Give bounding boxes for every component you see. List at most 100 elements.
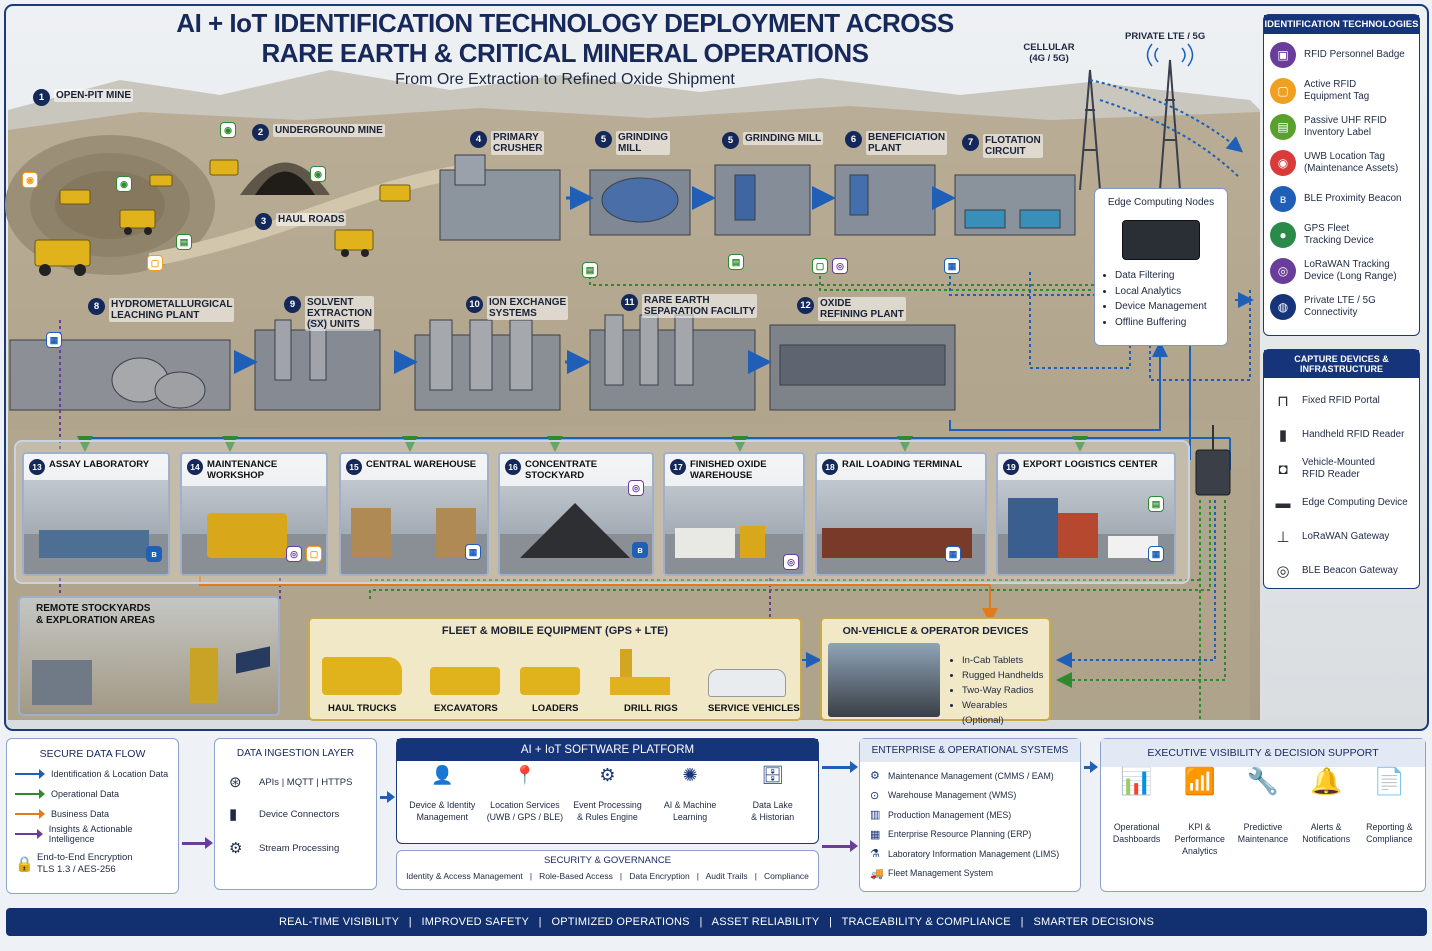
ingestion-apis: ⊛APIs | MQTT | HTTPS — [229, 774, 353, 791]
capture-device-icon: ⊓ — [1277, 393, 1289, 410]
platform-module: 🗄Data Lake& Historian — [733, 766, 813, 823]
active-rfid-icon: ▢ — [147, 255, 163, 271]
uwb-tag-icon: ▦ — [944, 258, 960, 274]
excavator-icon — [430, 667, 500, 695]
id-tech-label: UWB Location Tag — [1304, 151, 1385, 162]
capture-device-icon: ▮ — [1278, 427, 1288, 444]
flow-arrow — [15, 789, 45, 799]
lock-icon: 🔒 — [15, 856, 34, 873]
arrow-flow-to-ingestion — [182, 842, 210, 845]
enterprise-systems-panel: ENTERPRISE & OPERATIONAL SYSTEMS ⚙Mainte… — [859, 738, 1081, 892]
kpi-chart-icon: 📶 — [1183, 766, 1216, 796]
security-title: SECURITY & GOVERNANCE — [543, 855, 672, 866]
active-rfid-icon: ▢ — [306, 546, 322, 562]
edge-computing-nodes-panel: Edge Computing Nodes Data Filtering Loca… — [1094, 188, 1228, 346]
id-tech-icon: ▣ — [1270, 42, 1296, 68]
connector-icon: ▮ — [229, 806, 238, 823]
loader-icon — [520, 667, 580, 695]
data-ingestion-panel: DATA INGESTION LAYER ⊛APIs | MQTT | HTTP… — [214, 738, 377, 890]
id-tech-icon: ◍ — [1270, 294, 1296, 320]
flow-arrow — [15, 829, 43, 839]
flow-label: Operational Data — [51, 789, 120, 799]
id-tech-item: ◉UWB Location Tag(Maintenance Assets) — [1270, 145, 1413, 181]
id-tech-label: Private LTE / 5G — [1304, 295, 1376, 306]
id-tech-sublabel: Tracking Device — [1304, 235, 1374, 246]
id-tech-icon: ▢ — [1270, 78, 1296, 104]
rfid-tag-icon: ◉ — [220, 122, 236, 138]
fleet-panel: FLEET & MOBILE EQUIPMENT (GPS + LTE) HAU… — [308, 617, 802, 721]
bell-icon: 🔔 — [1309, 766, 1343, 796]
fleet-labels: HAUL TRUCKS EXCAVATORS LOADERS DRILL RIG… — [310, 703, 800, 715]
fleet-title: FLEET & MOBILE EQUIPMENT (GPS + LTE) — [441, 625, 669, 637]
platform-module: ⚙Event Processing& Rules Engine — [567, 766, 647, 823]
dashboard-icon: 📊 — [1120, 766, 1153, 796]
edge-item: Data Filtering — [1115, 268, 1227, 284]
edge-device-icon — [1122, 220, 1200, 260]
id-tech-sublabel: Equipment Tag — [1304, 91, 1370, 102]
software-platform-panel: AI + IoT SOFTWARE PLATFORM 👤Device & Ide… — [396, 738, 819, 844]
capture-label: BLE Beacon Gateway — [1302, 565, 1398, 576]
capture-item: ⊥LoRaWAN Gateway — [1270, 520, 1413, 554]
flow-label: Identification & Location Data — [51, 769, 169, 779]
lorawan-tag-icon: ◎ — [286, 546, 302, 562]
fleet-item-label: LOADERS — [532, 703, 579, 714]
enterprise-item: ▦Enterprise Resource Planning (ERP) — [870, 828, 1032, 841]
enterprise-system-icon: 🚚 — [870, 867, 884, 880]
enterprise-system-icon: ⚗ — [870, 848, 880, 861]
ingestion-stream: ⚙Stream Processing — [229, 840, 340, 857]
cellular-label: CELLULAR (4G / 5G) — [1023, 42, 1075, 64]
rfid-tag-icon: ◉ — [22, 172, 38, 188]
uwb-tag-icon: ▦ — [465, 544, 481, 560]
capture-item: ▬Edge Computing Device — [1270, 486, 1413, 520]
enterprise-system-icon: ⚙ — [870, 770, 880, 783]
enterprise-item: 🚚Fleet Management System — [870, 867, 994, 880]
id-tech-icon: ▤ — [1270, 114, 1296, 140]
drill-rig-icon — [610, 677, 670, 695]
id-tech-title: IDENTIFICATION TECHNOLOGIES — [1264, 15, 1419, 34]
service-vehicle-icon — [708, 669, 786, 697]
executive-title: EXECUTIVE VISIBILITY & DECISION SUPPORT — [1101, 739, 1425, 767]
private-lte-label: PRIVATE LTE / 5G — [1125, 31, 1206, 42]
plant-row-2 — [9, 314, 956, 411]
edge-title: Edge Computing Nodes — [1107, 197, 1215, 208]
capture-item: ◎ BLE Beacon Gateway — [1270, 554, 1413, 588]
onvehicle-item: In-Cab Tablets — [962, 653, 1049, 668]
rfid-tag-icon: ▤ — [582, 262, 598, 278]
capture-devices-panel: CAPTURE DEVICES & INFRASTRUCTURE ⊓Fixed … — [1263, 349, 1420, 589]
secure-data-flow-panel: SECURE DATA FLOW Identification & Locati… — [6, 738, 179, 894]
on-vehicle-devices-panel: ON-VEHICLE & OPERATOR DEVICES In-Cab Tab… — [820, 617, 1051, 726]
rfid-tag-icon: ▤ — [176, 234, 192, 250]
id-tech-label: LoRaWAN Tracking — [1304, 259, 1390, 270]
flow-label: Insights & Actionable Intelligence — [48, 824, 133, 844]
cellular-tower — [1079, 59, 1181, 191]
cab-image — [828, 643, 940, 717]
capture-device-icon: ◎ — [1276, 563, 1290, 580]
id-tech-icon: ʙ — [1270, 186, 1296, 212]
fleet-item-label: DRILL RIGS — [624, 703, 678, 714]
uwb-tag-icon: ▦ — [1148, 546, 1164, 562]
id-tech-sublabel: Inventory Label — [1304, 127, 1371, 138]
executive-item: 📄Reporting &Compliance — [1358, 768, 1420, 857]
ble-beacon-icon: ʙ — [146, 546, 162, 562]
platform-title: AI + IoT SOFTWARE PLATFORM — [397, 739, 818, 761]
ai-brain-icon: ✺ — [682, 765, 698, 785]
title-line-2: RARE EARTH & CRITICAL MINERAL OPERATIONS — [261, 38, 869, 68]
